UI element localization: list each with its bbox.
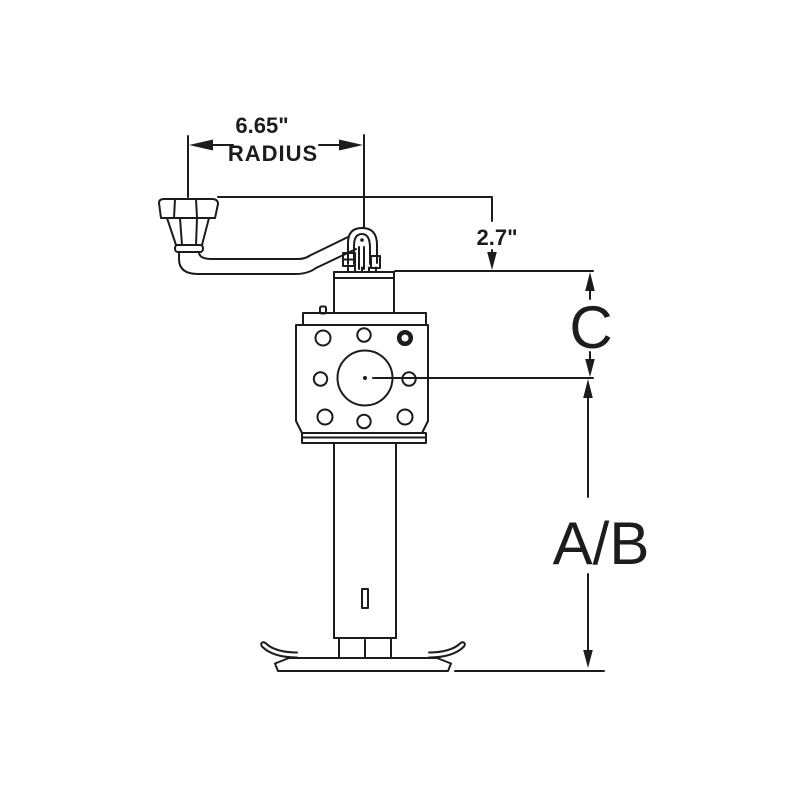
clevis-pivot-dot <box>360 238 364 242</box>
ab-arrow-down <box>583 650 593 668</box>
dimension-offset: 2.7" <box>217 196 518 270</box>
foot-plate-body <box>274 657 452 672</box>
bearing-tick-marks <box>347 266 377 273</box>
handle-tube-outer-line <box>178 248 357 275</box>
clevis-outer-arch <box>347 227 378 265</box>
ab-label: A/B <box>553 510 650 577</box>
foot-plate-hook-left <box>260 641 298 659</box>
offset-arrow-down <box>487 252 497 270</box>
outer-tube <box>333 442 397 639</box>
bolt-hole <box>312 371 329 387</box>
dimension-radius: 6.65" RADIUS <box>187 113 365 229</box>
offset-value-label: 2.7" <box>476 225 517 250</box>
c-arrow-down <box>585 359 595 377</box>
crank-handle-tube <box>178 236 357 275</box>
clevis-inner-arch <box>353 233 371 265</box>
knob-mid-section <box>166 217 210 246</box>
bolt-hole <box>356 413 372 430</box>
clevis-nut-right <box>370 255 381 269</box>
crank-knob <box>158 198 219 253</box>
bolt-hole <box>316 408 334 426</box>
gear-housing <box>295 305 429 444</box>
inner-leg <box>338 637 392 659</box>
tube-slot <box>361 588 369 609</box>
top-cylinder <box>333 271 395 314</box>
pivot-clevis <box>342 227 381 273</box>
radius-arrow-left <box>189 139 213 151</box>
bolt-hole <box>356 327 372 343</box>
radius-arrow-right <box>339 139 363 151</box>
radius-value-label: 6.65" <box>235 113 288 138</box>
c-label: C <box>569 294 612 361</box>
bolt-holes <box>312 327 417 430</box>
radius-word-label: RADIUS <box>228 141 318 166</box>
knob-facet-line <box>195 198 198 219</box>
bolt-hole-with-bolt <box>396 329 414 347</box>
center-point-dot <box>363 376 367 380</box>
bolt-hole <box>401 371 417 387</box>
center-bore-circle <box>336 349 394 407</box>
offset-reference-line-top <box>217 196 493 222</box>
knob-ferrule <box>174 244 204 253</box>
knob-top-section <box>158 198 219 219</box>
bolt-hole <box>396 408 414 426</box>
foot-plate-hook-right <box>428 641 466 659</box>
knob-facet-line <box>195 217 198 246</box>
dimension-ab: A/B <box>454 379 650 672</box>
bolt-hole <box>314 329 332 347</box>
knob-facet-line <box>179 217 183 246</box>
handle-tube-inner-line <box>198 236 349 260</box>
dimension-c: C <box>569 272 613 377</box>
foot-plate <box>260 641 466 672</box>
knob-facet-line <box>173 198 176 219</box>
top-flange <box>302 312 427 326</box>
ab-arrow-up <box>583 379 593 398</box>
c-arrow-up <box>585 272 595 291</box>
